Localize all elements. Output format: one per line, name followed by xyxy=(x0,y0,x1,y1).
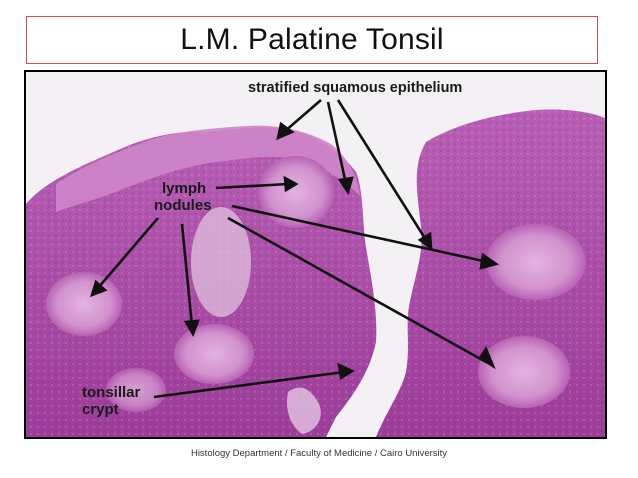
lymph-nodule xyxy=(174,324,254,384)
lymph-nodule xyxy=(46,272,122,336)
label-epithelium: stratified squamous epithelium xyxy=(248,80,463,96)
lymph-nodule xyxy=(478,336,570,408)
micrograph-figure: stratified squamous epithelium lymph nod… xyxy=(24,70,607,439)
label-crypt-line1: tonsillar xyxy=(82,384,141,401)
lymph-nodule xyxy=(258,156,334,228)
label-lymph-nodules: lymph nodules xyxy=(154,180,212,214)
lymph-nodule xyxy=(486,224,586,300)
label-lymph-line1: lymph xyxy=(162,180,207,197)
lymph-nodule xyxy=(106,368,166,412)
slide-title: L.M. Palatine Tonsil xyxy=(180,23,444,56)
micrograph-image xyxy=(26,99,605,437)
label-crypt-line2: crypt xyxy=(82,401,119,418)
label-lymph-line2: nodules xyxy=(154,197,212,214)
left-epithelium xyxy=(56,125,360,212)
annotation-arrows xyxy=(89,99,500,399)
title-box: L.M. Palatine Tonsil xyxy=(26,16,598,64)
label-tonsillar-crypt: tonsillar crypt xyxy=(82,384,140,418)
slide-footer: Histology Department / Faculty of Medici… xyxy=(190,448,448,459)
